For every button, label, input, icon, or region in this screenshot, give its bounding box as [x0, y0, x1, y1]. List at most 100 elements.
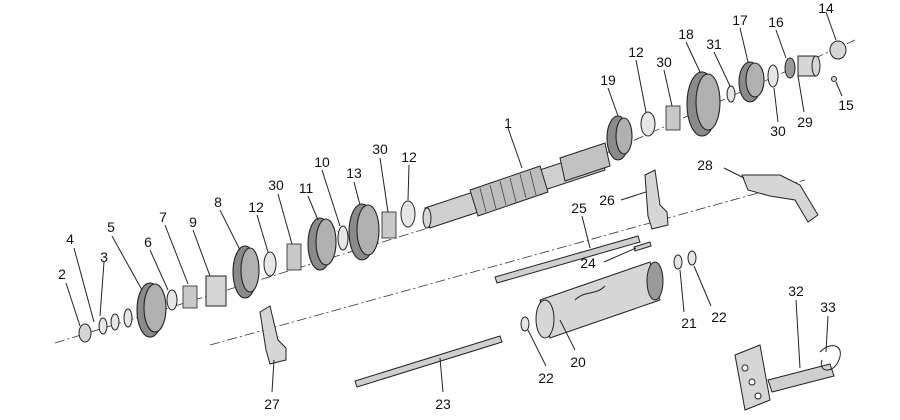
part-16-ring: [784, 57, 796, 79]
part-18-gear-face: [695, 73, 721, 131]
callout-9: 9: [189, 214, 197, 230]
part-20-drum-end: [535, 299, 555, 339]
callout-labels: 1 2 3 4 5 6 7 9 8 12 30 11 10 13 30 12 1…: [58, 0, 854, 412]
part-20-drum: [539, 261, 661, 339]
callout-25: 25: [571, 200, 587, 216]
part-23-rod: [354, 335, 503, 388]
callout-14: 14: [818, 0, 834, 16]
part-11-gear-face: [315, 218, 337, 266]
part-14-nut: [829, 40, 847, 60]
callout-30-mid: 30: [372, 141, 388, 157]
part-15-ball: [831, 76, 837, 82]
callout-31: 31: [706, 36, 722, 52]
part-28-bushing-end: [811, 55, 821, 77]
callout-21: 21: [681, 315, 697, 331]
part-33-spring: [819, 345, 841, 371]
part-27-fork: [741, 174, 819, 223]
callout-2: 2: [58, 266, 66, 282]
part-20-drum-star: [646, 261, 664, 301]
callout-22-left: 22: [538, 370, 554, 386]
part-7-bearing: [182, 285, 198, 309]
part-32-hole-1: [741, 364, 749, 372]
main-shaft-spline-lines: [479, 170, 537, 213]
part-13-gear-face: [356, 204, 380, 256]
callout-22-right: 22: [711, 309, 727, 325]
callout-26-lower: 27: [264, 396, 280, 412]
callout-29: 30: [770, 123, 786, 139]
callout-6: 6: [144, 234, 152, 250]
part-25-rod: [494, 235, 641, 284]
callout-8: 8: [214, 194, 222, 210]
part-24-pin: [633, 241, 652, 252]
part-12-washer-mid: [400, 200, 416, 228]
selector-assembly: [259, 169, 819, 388]
part-9-bushing: [205, 275, 227, 307]
callout-15: 15: [838, 97, 854, 113]
callout-26-upper: 26: [599, 192, 615, 208]
part-2-nut: [78, 323, 92, 343]
callout-16: 16: [768, 14, 784, 30]
part-12-washer-left: [263, 251, 277, 277]
part-32-shaft: [767, 363, 835, 393]
main-shaft-left-end: [422, 207, 432, 229]
leader-lines: [65, 11, 843, 393]
callout-20: 20: [570, 354, 586, 370]
callout-30-right: 30: [656, 54, 672, 70]
part-30-bearing-mid: [381, 211, 397, 239]
part-3-washer: [110, 313, 120, 331]
callout-19: 19: [600, 72, 616, 88]
part-31-circlip: [726, 85, 736, 103]
callout-13: 13: [346, 165, 362, 181]
part-6-washer: [166, 289, 178, 311]
callout-11: 11: [299, 180, 314, 196]
part-26-fork-lower: [259, 305, 287, 365]
right-gear-stack: [606, 40, 847, 161]
part-22-washer-right: [687, 250, 697, 266]
part-22-washer-left: [520, 316, 530, 332]
callout-23: 23: [435, 396, 451, 412]
part-3-washer-b: [123, 308, 133, 328]
main-shaft-end-spline: [559, 142, 611, 182]
fork-shaft-axis: [209, 179, 806, 346]
main-shaft: [422, 142, 611, 229]
part-32-plate: [734, 344, 771, 411]
callout-12-mid: 12: [401, 149, 417, 165]
part-32-hole-3: [754, 392, 762, 400]
part-17-gear-face: [745, 62, 765, 98]
callout-32: 32: [788, 283, 804, 299]
callout-24: 24: [580, 255, 596, 271]
left-gear-stack: [78, 200, 416, 343]
main-shaft-spline: [469, 165, 549, 217]
callout-28: 29: [797, 114, 813, 130]
part-19-gear-face: [615, 117, 633, 155]
part-21-washer: [673, 254, 683, 270]
callout-33: 33: [820, 299, 836, 315]
part-4-washer: [98, 317, 108, 335]
part-30-bearing-left: [286, 243, 302, 271]
callout-5: 5: [107, 219, 115, 235]
part-12-washer-right: [640, 111, 656, 137]
callout-27: 28: [697, 157, 713, 173]
callout-18: 18: [678, 26, 694, 42]
part-32-hole-2: [748, 378, 756, 386]
callout-10: 10: [314, 154, 330, 170]
part-30-bearing-right: [665, 105, 681, 131]
gear-change-mechanism: [734, 344, 841, 411]
main-shaft-axis-right: [469, 39, 856, 216]
callout-4: 4: [66, 231, 74, 247]
part-8-gear-face: [240, 247, 260, 293]
callout-12-right: 12: [628, 44, 644, 60]
part-20-drum-groove: [574, 285, 606, 301]
part-29-washer: [767, 64, 779, 88]
callout-3: 3: [100, 249, 108, 265]
part-5-gear-face: [143, 283, 167, 333]
callout-12-left: 12: [248, 199, 264, 215]
part-26-fork-upper: [644, 169, 669, 230]
callout-1: 1: [504, 115, 512, 131]
callout-17: 17: [732, 12, 748, 28]
callout-30-left: 30: [268, 177, 284, 193]
callout-7: 7: [159, 209, 167, 225]
part-10-washer: [337, 225, 349, 251]
